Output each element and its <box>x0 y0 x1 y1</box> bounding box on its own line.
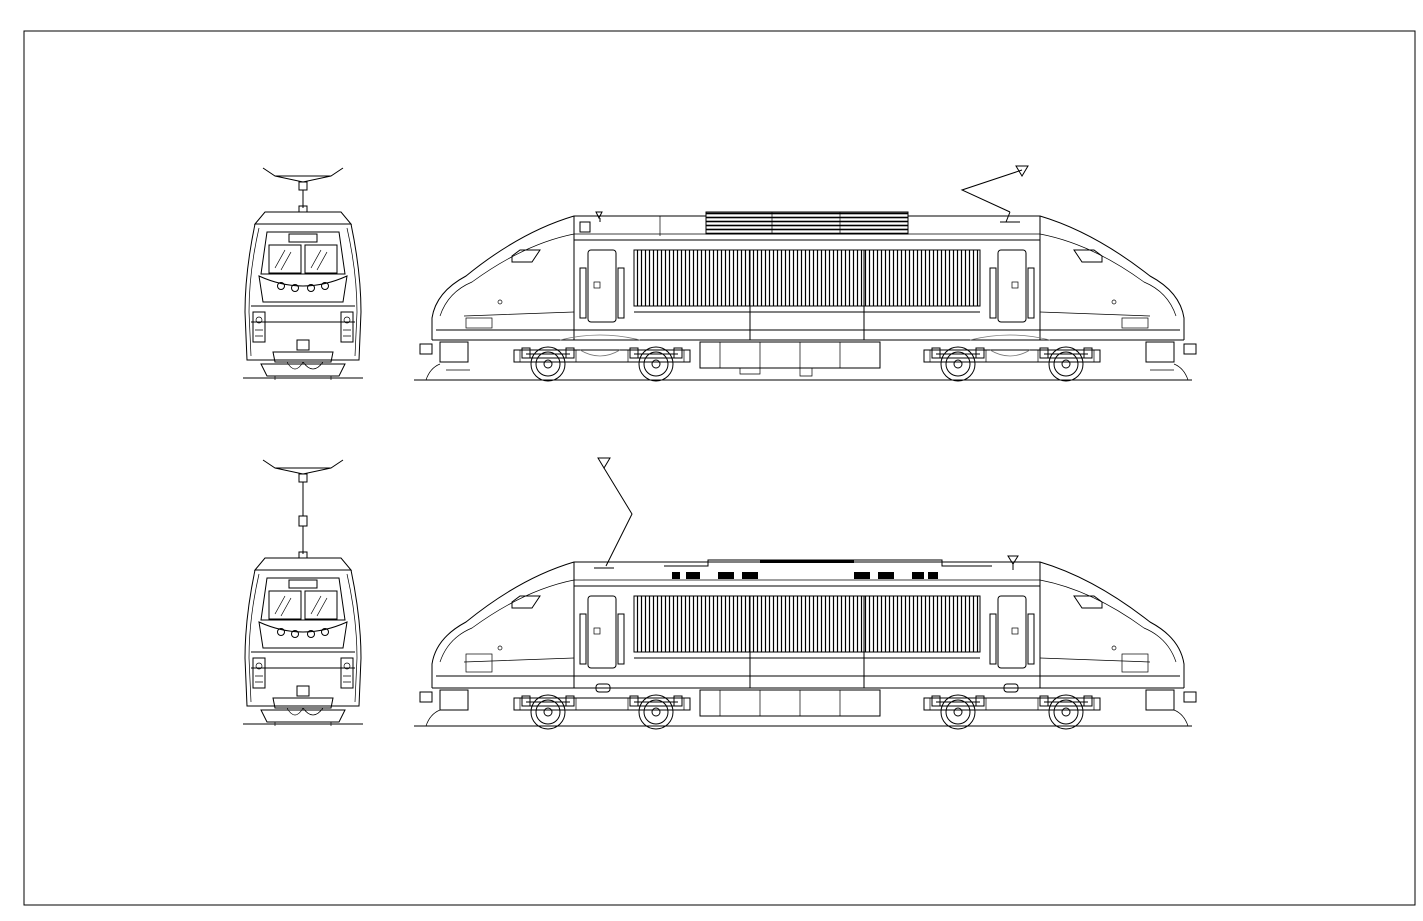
side-view-top <box>414 165 1197 382</box>
pantograph <box>262 167 344 213</box>
bogie-rear <box>923 683 1101 730</box>
pantograph <box>960 165 1029 223</box>
bogie-front <box>513 334 691 382</box>
bogie-front <box>513 683 691 730</box>
side-view-bottom <box>414 457 1197 730</box>
front-view-top <box>242 167 364 381</box>
pantograph <box>262 459 344 559</box>
pantograph <box>594 457 633 569</box>
front-view-bottom <box>242 459 364 727</box>
sheet-border <box>23 30 1416 906</box>
bogie-rear <box>923 334 1101 382</box>
